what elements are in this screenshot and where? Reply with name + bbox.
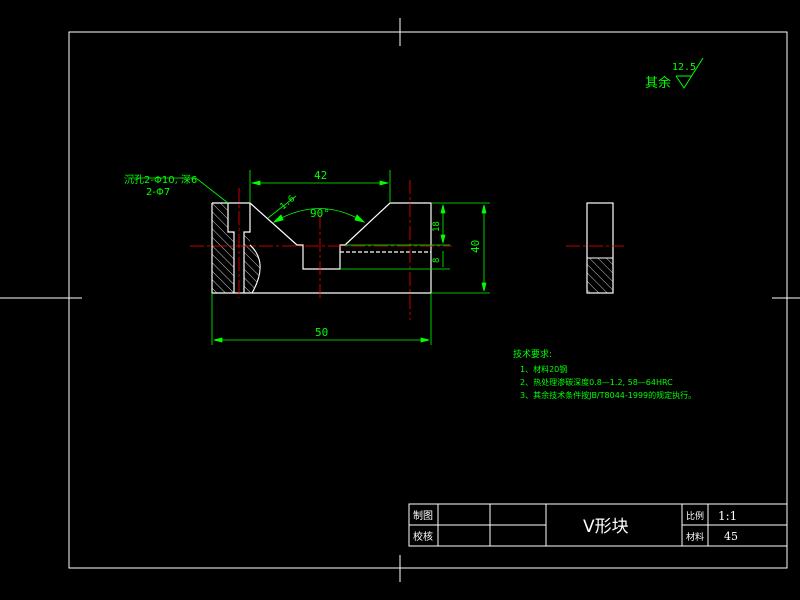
tech-note-1: 1、材料20钢 [520, 364, 567, 374]
scale-label: 比例 [686, 510, 704, 522]
dim-total-width: 50 [315, 326, 328, 339]
callout-line2: 2-Φ7 [146, 187, 170, 198]
dim-depth-8: 8 [432, 258, 442, 263]
tech-note-2: 2、热处理渗碳深度0.8—1.2, 58—64HRC [520, 377, 673, 387]
checked-by-label: 校核 [413, 530, 433, 543]
drawing-frame [0, 18, 800, 582]
part-name: V形块 [583, 517, 629, 537]
scale-value: 1:1 [718, 509, 737, 523]
dim-height: 40 [469, 240, 482, 253]
section-hatch [212, 203, 234, 293]
roughness-symbol: 其余 12.5 [645, 57, 704, 91]
roughness-label: 其余 [645, 75, 671, 91]
callout-line1: 沉孔2-Φ10, 深6 [124, 173, 197, 186]
front-view [190, 180, 452, 320]
title-block: 制图 校核 V形块 比例 1:1 材料 45 [408, 503, 788, 547]
dim-angle: 90° [310, 207, 330, 220]
tech-note-3: 3、其余技术条件按JB/T8044-1999的规定执行。 [520, 390, 696, 400]
material-value: 45 [724, 530, 738, 543]
tech-notes: 技术要求: 1、材料20钢 2、热处理渗碳深度0.8—1.2, 58—64HRC… [513, 348, 696, 400]
side-view [566, 202, 624, 294]
dimension-text: 42 90° 1.6 50 40 18 8 [278, 169, 482, 339]
material-label: 材料 [686, 531, 704, 543]
dimensions [130, 170, 490, 345]
dim-depth-18: 18 [432, 221, 442, 232]
hole-callout: 沉孔2-Φ10, 深6 2-Φ7 [124, 173, 197, 198]
tech-notes-title: 技术要求: [513, 348, 552, 360]
roughness-value: 12.5 [672, 62, 696, 73]
side-view-outline [586, 202, 614, 294]
section-hatch-right [244, 232, 261, 293]
roughness-check-icon [675, 57, 704, 89]
drawn-by-label: 制图 [413, 509, 433, 522]
dim-top-width: 42 [314, 169, 327, 182]
